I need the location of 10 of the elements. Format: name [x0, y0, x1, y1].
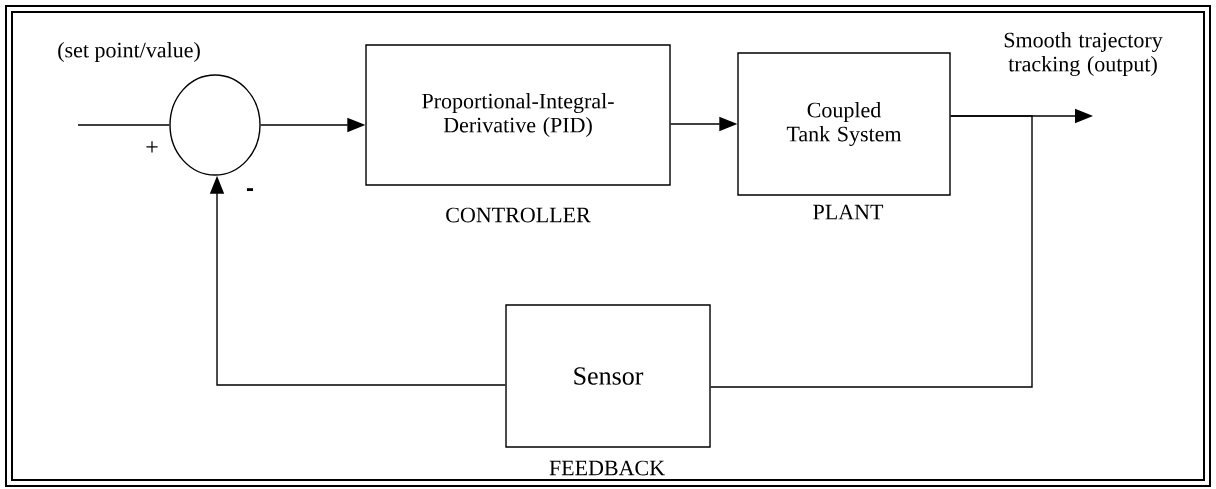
block-caption: CONTROLLER [446, 207, 591, 223]
block-box: Sensor [505, 304, 711, 448]
sign-label: + [146, 141, 158, 153]
block-caption: FEEDBACK [549, 460, 665, 476]
block-box: Proportional-Integral-Derivative (PID) [365, 44, 671, 186]
block-box: Coupled Tank System [737, 52, 951, 196]
input-label: (set point/value) [58, 42, 200, 62]
block-caption: PLANT [813, 204, 884, 220]
summing-junction [169, 74, 261, 176]
output-label: Smooth trajectory tracking (output) [1004, 32, 1163, 76]
